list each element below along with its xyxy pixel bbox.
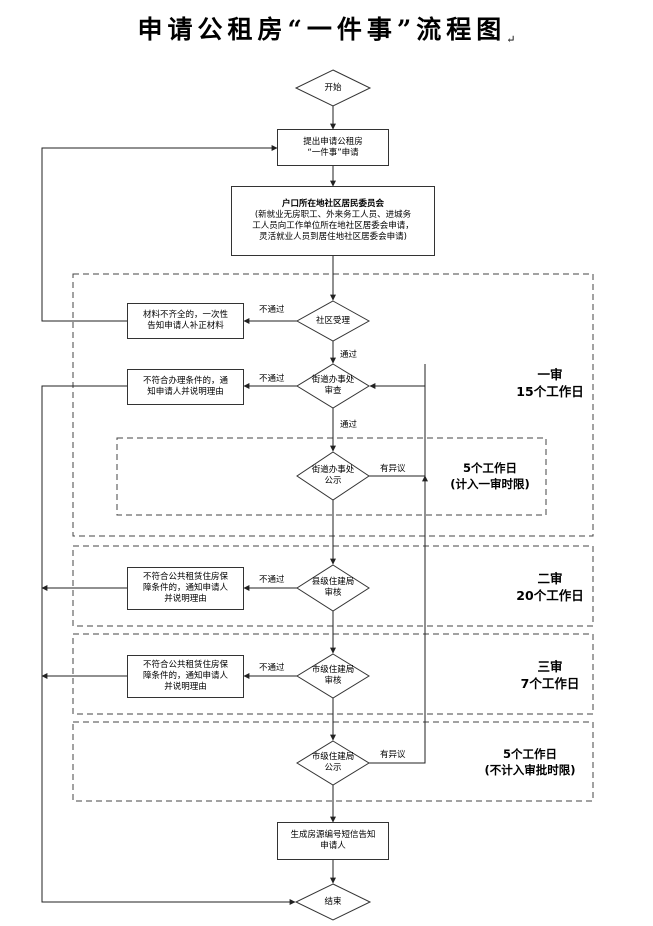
stage-publicity-2-label: 5个工作日 (不计入审批时限) (484, 747, 576, 777)
return-mark-icon: ↵ (506, 33, 516, 46)
not-pass-label: 不通过 (259, 575, 285, 585)
community-accept-label: 社区受理 (315, 315, 350, 326)
page-title: 申请公租房“一件事”流程图↵ (0, 10, 653, 46)
incomplete-materials-box: 材料不齐全的，一次性 告知申请人补正材料 (127, 303, 244, 339)
city-publicity-label: 市级住建局 公示 (311, 752, 355, 773)
generate-housing-box: 生成房源编号短信告知 申请人 (277, 822, 389, 860)
apply-box: 提出申请公租房 “一件事”申请 (277, 129, 389, 166)
city-review-label: 市级住建局 审核 (311, 665, 355, 686)
stage-frame-publicity-1 (116, 437, 547, 516)
street-publicity-label: 街道办事处 公示 (311, 465, 355, 486)
end-label: 结束 (324, 896, 342, 907)
street-review-label: 街道办事处 审查 (311, 375, 355, 396)
end-diamond (294, 883, 372, 921)
county-reject-box: 不符合公共租赁住房保 障条件的，通知申请人 并说明理由 (127, 567, 244, 610)
stage-first-label: 一审 15个工作日 (516, 367, 584, 399)
not-pass-label: 不通过 (259, 374, 285, 384)
stage-second-label: 二审 20个工作日 (516, 571, 584, 603)
pass-label: 通过 (340, 350, 358, 360)
street-reject-box: 不符合办理条件的，通 知申请人并说明理由 (127, 369, 244, 405)
objection-label: 有异议 (380, 464, 406, 474)
title-text: 申请公租房“一件事”流程图 (137, 15, 507, 44)
objection-label: 有异议 (380, 750, 406, 760)
not-pass-label: 不通过 (259, 305, 285, 315)
start-label: 开始 (324, 82, 342, 93)
stage-publicity-1-label: 5个工作日 (计入一审时限) (450, 461, 530, 491)
city-reject-box: 不符合公共租赁住房保 障条件的，通知申请人 并说明理由 (127, 655, 244, 698)
stage-third-label: 三审 7个工作日 (520, 659, 580, 691)
pass-label: 通过 (340, 420, 358, 430)
community-committee-box: 户口所在地社区居民委员会 (新就业无房职工、外来务工人员、进城务 工人员向工作单… (231, 186, 435, 256)
community-committee-title: 户口所在地社区居民委员会 (281, 199, 384, 209)
community-committee-detail: (新就业无房职工、外来务工人员、进城务 工人员向工作单位所在地社区居委会申请， … (252, 210, 414, 242)
not-pass-label: 不通过 (259, 663, 285, 673)
county-review-label: 县级住建局 审核 (311, 577, 355, 598)
